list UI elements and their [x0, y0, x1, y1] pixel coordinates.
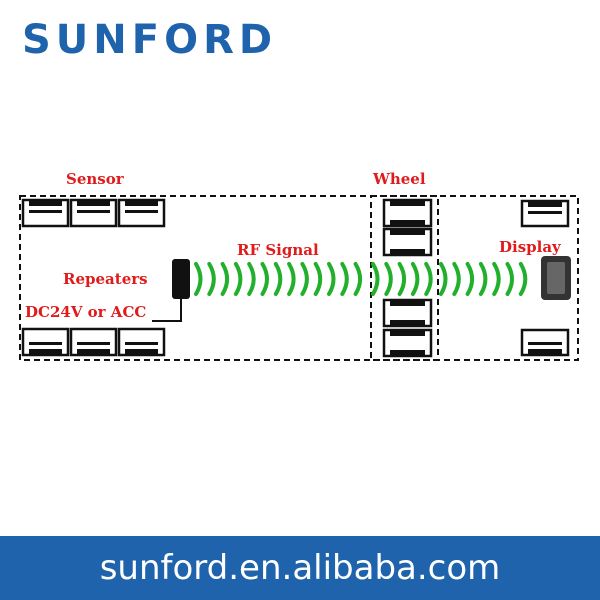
tire-icon — [117, 327, 166, 357]
signal-wave-icon — [260, 262, 269, 296]
signal-wave-icon — [247, 262, 256, 296]
signal-wave-icon — [220, 262, 230, 296]
front-axle-top-tires — [21, 198, 166, 228]
signal-wave-icon — [492, 262, 501, 296]
signal-wave-icon — [273, 262, 283, 296]
tire-icon — [21, 327, 70, 357]
tire-icon — [382, 198, 433, 228]
tire-icon — [520, 199, 570, 228]
signal-wave-icon — [397, 262, 407, 296]
rear-tires — [520, 199, 570, 357]
tire-icon — [69, 327, 118, 357]
power-label: DC24V or ACC — [25, 303, 147, 321]
display-icon — [541, 256, 571, 300]
sunford-logo: SUNFORD — [22, 17, 278, 63]
tire-icon — [69, 198, 118, 228]
signal-wave-icon — [505, 262, 514, 296]
signal-wave-icon — [439, 262, 448, 296]
power-wire — [152, 299, 182, 322]
footer-bar: sunford.en.alibaba.com — [0, 536, 600, 600]
signal-wave-icon — [384, 262, 393, 296]
repeater-icon — [172, 259, 190, 299]
signal-wave-icon — [340, 262, 349, 296]
tire-icon — [382, 227, 433, 257]
signal-wave-icon — [327, 262, 336, 296]
signal-wave-icon — [410, 262, 420, 296]
tire-icon — [520, 328, 570, 357]
rf-signal-label: RF Signal — [237, 241, 319, 259]
signal-wave-icon — [300, 262, 309, 296]
vehicle-outline — [19, 195, 579, 361]
signal-wave-icon — [287, 262, 296, 296]
tire-icon — [21, 198, 70, 228]
display-label: Display — [499, 238, 561, 256]
signal-wave-icon — [233, 262, 243, 296]
axle-section — [370, 195, 439, 361]
front-axle-bottom-tires — [21, 327, 166, 357]
signal-wave-icon — [478, 262, 488, 296]
footer-url[interactable]: sunford.en.alibaba.com — [99, 548, 501, 588]
sensor-label: Sensor — [66, 170, 124, 188]
tire-icon — [382, 298, 433, 328]
tire-icon — [117, 198, 166, 228]
signal-wave-icon — [424, 262, 433, 296]
signal-wave-icon — [194, 262, 203, 296]
signal-wave-icon — [518, 262, 528, 296]
signal-wave-icon — [371, 262, 380, 296]
signal-wave-icon — [465, 262, 475, 296]
signal-wave-icon — [313, 262, 323, 296]
rf-signal-waves — [194, 262, 528, 296]
signal-wave-icon — [207, 262, 216, 296]
wheel-label: Wheel — [373, 170, 426, 188]
signal-wave-icon — [452, 262, 461, 296]
signal-wave-icon — [353, 262, 363, 296]
middle-axle-tires — [382, 198, 433, 358]
repeaters-label: Repeaters — [63, 270, 148, 288]
tire-icon — [382, 328, 433, 358]
